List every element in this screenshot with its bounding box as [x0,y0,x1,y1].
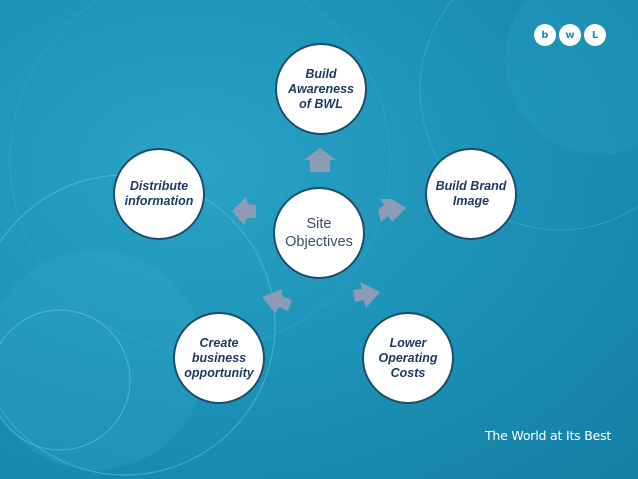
objective-circle-brand: Build Brand Image [425,148,517,240]
arrow-down-left [262,289,292,313]
objective-circle-costs: Lower Operating Costs [362,312,454,404]
logo-letter-l: L [584,24,606,46]
arrow-left [232,197,256,225]
objective-label-costs: Lower Operating Costs [378,335,438,380]
objective-label-brand: Build Brand Image [435,179,507,208]
arrow-up [304,148,336,172]
bwl-logo: b w L [534,24,609,48]
center-circle-site-objectives: Site Objectives [273,187,365,279]
arrow-right [378,199,406,222]
objective-label-awareness: Build Awareness of BWL [287,66,354,111]
objective-label-opportunity: Create business opportunity [184,335,254,380]
objective-circle-distribute: Distribute information [113,148,205,240]
objective-circle-opportunity: Create business opportunity [173,312,265,404]
center-label: Site Objectives [285,216,353,250]
objective-label-distribute: Distribute information [124,179,194,208]
objective-circle-awareness: Build Awareness of BWL [275,43,367,135]
arrow-down-right [353,282,380,308]
tagline: The World at Its Best [485,428,612,443]
logo-letter-b: b [534,24,556,46]
logo-letter-w: w [559,24,581,46]
